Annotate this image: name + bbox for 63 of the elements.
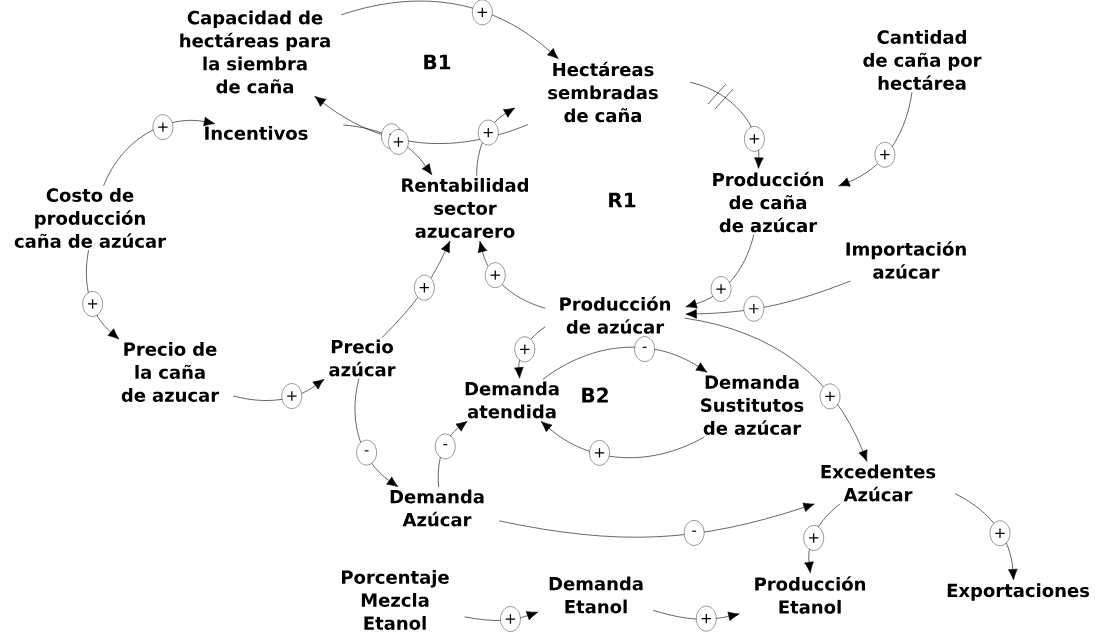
sign-label: + xyxy=(281,383,302,409)
arrow xyxy=(684,317,868,462)
arrow xyxy=(689,82,764,169)
arrow xyxy=(232,379,325,401)
arrow xyxy=(464,611,539,621)
sign-label: + xyxy=(152,114,174,140)
sign-label: + xyxy=(478,119,499,146)
arrow xyxy=(685,280,851,319)
loop-label: B1 xyxy=(424,54,451,70)
variable-label: Demanda Etanol xyxy=(549,576,643,614)
variable-label: Hectáreas sembradas de caña xyxy=(548,61,658,123)
arrow xyxy=(476,107,516,177)
arrow xyxy=(498,502,815,538)
variable-label: Porcentaje Mezcla Etanol xyxy=(342,570,449,630)
variable-label: Importación azúcar xyxy=(846,241,966,279)
variable-label: Demanda atendida xyxy=(465,381,559,419)
sign-label: + xyxy=(696,605,717,632)
arrow xyxy=(685,234,755,309)
loop-label: R1 xyxy=(609,192,636,208)
sign-label: + xyxy=(414,275,435,301)
sign-label: + xyxy=(819,383,841,410)
sign-label: - xyxy=(356,439,377,466)
sign-label: + xyxy=(710,276,732,302)
sign-label: + xyxy=(514,336,535,362)
variable-label: Producción de caña de azúcar xyxy=(713,171,824,233)
variable-label: Precio de la caña de azucar xyxy=(121,342,220,402)
variable-label: Excedentes Azúcar xyxy=(821,464,936,502)
arrow xyxy=(340,0,559,60)
variable-label: Precio azúcar xyxy=(329,339,396,377)
variable-label: Exportaciones xyxy=(947,583,1090,601)
arrow xyxy=(86,249,120,340)
sign-label: + xyxy=(472,0,493,26)
variable-label: Demanda Sustitutos de azúcar xyxy=(701,375,804,435)
variable-label: Costo de producción caña de azúcar xyxy=(14,188,166,248)
sign-label: - xyxy=(634,336,655,362)
arrow xyxy=(838,91,913,187)
loop-label: B2 xyxy=(582,387,608,403)
arrow xyxy=(477,240,546,309)
arrow xyxy=(381,240,451,338)
sign-label: + xyxy=(743,296,765,322)
variable-label: Producción de azúcar xyxy=(560,296,671,334)
sign-label: + xyxy=(485,262,506,288)
variable-label: Demanda Azúcar xyxy=(390,489,484,527)
arrow xyxy=(514,326,546,379)
sign-label: + xyxy=(82,291,103,317)
sign-label: + xyxy=(874,142,896,168)
variable-label: Incentivos xyxy=(205,126,308,140)
sign-label: + xyxy=(589,440,610,466)
arrow xyxy=(103,116,216,187)
variable-label: Rentabilidad sector azucarero xyxy=(402,178,528,238)
variable-label: Cantidad de caña por hectárea xyxy=(863,30,982,90)
arrow xyxy=(954,493,1018,581)
sign-label: - xyxy=(435,433,456,460)
sign-label: + xyxy=(803,525,824,551)
sign-label: + xyxy=(744,126,765,152)
arrow xyxy=(804,503,841,574)
variable-label: Producción Etanol xyxy=(755,576,866,614)
sign-label: + xyxy=(989,520,1011,546)
sign-label: - xyxy=(683,520,705,546)
variable-label: Capacidad de hectáreas para la siembra de caña xyxy=(180,10,330,94)
arrow xyxy=(652,610,740,621)
arrow xyxy=(540,421,705,458)
sign-label: + xyxy=(500,606,521,632)
